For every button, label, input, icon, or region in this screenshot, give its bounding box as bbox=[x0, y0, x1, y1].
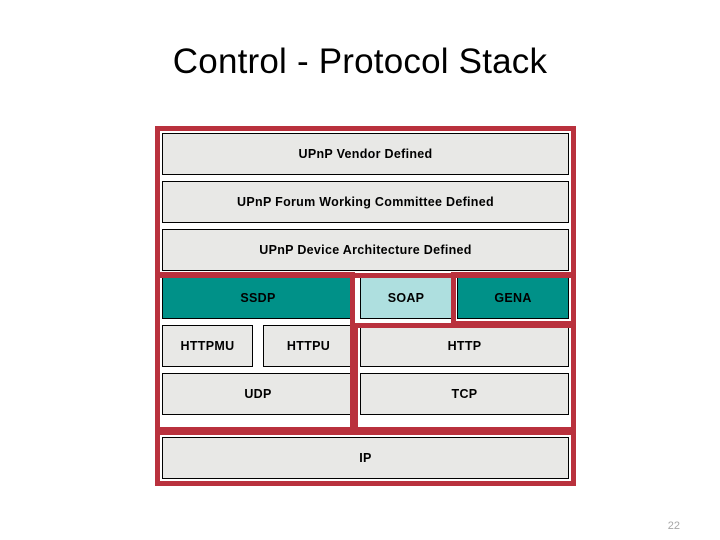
layer-soap[interactable]: SOAP bbox=[360, 277, 452, 319]
layer-upnp-vendor-defined[interactable]: UPnP Vendor Defined bbox=[162, 133, 569, 175]
layer-udp[interactable]: UDP bbox=[162, 373, 354, 415]
layer-upnp-forum-working-committee-defined[interactable]: UPnP Forum Working Committee Defined bbox=[162, 181, 569, 223]
layer-ip[interactable]: IP bbox=[162, 437, 569, 479]
layer-http[interactable]: HTTP bbox=[360, 325, 569, 367]
protocol-stack-diagram: UPnP Vendor Defined UPnP Forum Working C… bbox=[150, 120, 580, 490]
page-title: Control - Protocol Stack bbox=[172, 42, 548, 81]
layer-httpmu[interactable]: HTTPMU bbox=[162, 325, 253, 367]
layer-gena[interactable]: GENA bbox=[457, 277, 569, 319]
page-number: 22 bbox=[667, 520, 680, 532]
layer-httpu[interactable]: HTTPU bbox=[263, 325, 354, 367]
layer-tcp[interactable]: TCP bbox=[360, 373, 569, 415]
layer-upnp-device-architecture-defined[interactable]: UPnP Device Architecture Defined bbox=[162, 229, 569, 271]
layer-ssdp[interactable]: SSDP bbox=[162, 277, 354, 319]
